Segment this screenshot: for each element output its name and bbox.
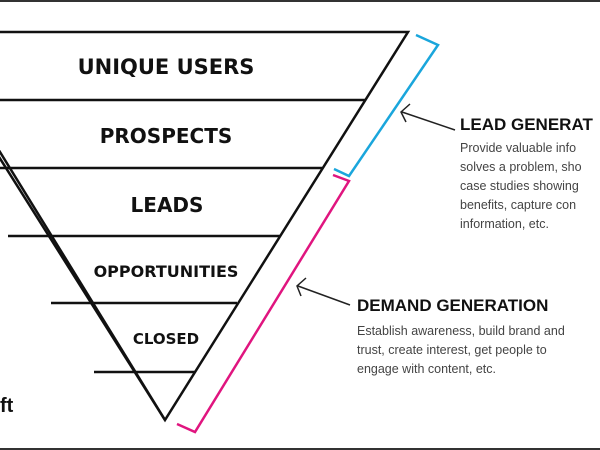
desc-line: Establish awareness, build brand and bbox=[357, 324, 565, 338]
demand-generation-description: Establish awareness, build brand and tru… bbox=[357, 322, 565, 379]
desc-line: information, etc. bbox=[460, 217, 549, 231]
funnel-outline bbox=[0, 30, 411, 423]
lead-generation-description: Provide valuable info solves a problem, … bbox=[460, 139, 582, 234]
stage-leads: LEADS bbox=[131, 193, 204, 217]
demand-generation-title: DEMAND GENERATION bbox=[357, 296, 549, 315]
stage-unique-users: UNIQUE USERS bbox=[78, 55, 255, 79]
top-border bbox=[0, 0, 600, 2]
desc-line: Provide valuable info bbox=[460, 141, 577, 155]
lead-generation-bracket bbox=[333, 33, 440, 178]
demand-generation-bracket bbox=[176, 173, 351, 434]
bottom-border bbox=[0, 448, 600, 450]
funnel-left-edge bbox=[0, 149, 167, 421]
logo-fragment: ft bbox=[0, 395, 14, 417]
stage-opportunities: OPPORTUNITIES bbox=[94, 262, 239, 281]
desc-line: benefits, capture con bbox=[460, 198, 577, 212]
lead-generation-title: LEAD GENERAT bbox=[460, 115, 593, 134]
desc-line: engage with content, etc. bbox=[357, 362, 496, 376]
stage-prospects: PROSPECTS bbox=[100, 124, 233, 148]
lead-arrow-icon bbox=[400, 103, 456, 131]
desc-line: solves a problem, sho bbox=[460, 160, 582, 174]
desc-line: case studies showing bbox=[460, 179, 579, 193]
demand-arrow-icon bbox=[296, 277, 351, 306]
desc-line: trust, create interest, get people to bbox=[357, 343, 547, 357]
stage-closed: CLOSED bbox=[133, 330, 199, 348]
